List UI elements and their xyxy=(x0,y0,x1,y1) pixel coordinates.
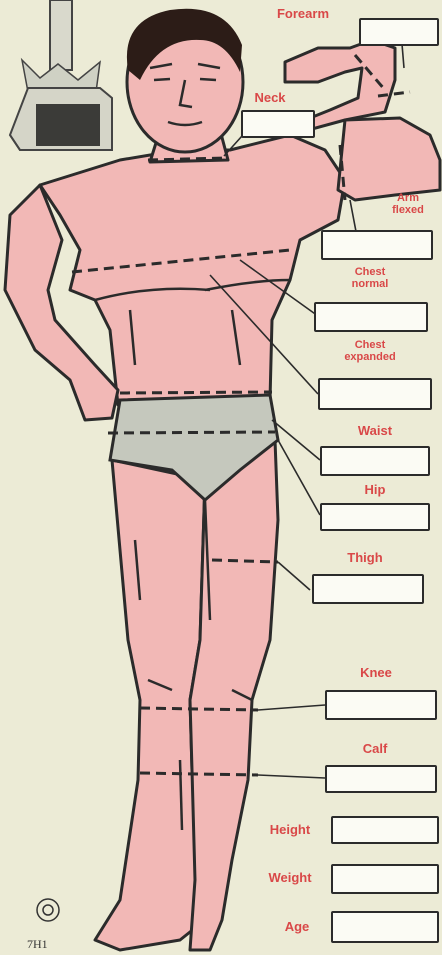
arm-flexed-input[interactable] xyxy=(323,232,431,258)
label-knee: Knee xyxy=(340,667,412,679)
waist-field[interactable] xyxy=(320,446,430,476)
label-chest-normal-line2: normal xyxy=(325,278,415,290)
chest-expanded-field[interactable] xyxy=(318,378,432,410)
printer-caption: 7H1 xyxy=(27,937,48,952)
label-height: Height xyxy=(255,824,325,836)
chest-expanded-input[interactable] xyxy=(320,380,430,408)
label-chest-expanded-line2: expanded xyxy=(320,351,420,363)
printer-seal-icon xyxy=(37,899,59,921)
label-age: Age xyxy=(270,921,324,933)
label-thigh: Thigh xyxy=(325,552,405,564)
knee-field[interactable] xyxy=(325,690,437,720)
knee-input[interactable] xyxy=(327,692,435,718)
label-hip: Hip xyxy=(340,484,410,496)
waist-input[interactable] xyxy=(322,448,428,474)
age-field[interactable] xyxy=(331,911,439,943)
chest-normal-field[interactable] xyxy=(314,302,428,332)
neck-input[interactable] xyxy=(243,112,313,136)
height-input[interactable] xyxy=(333,818,437,842)
label-calf: Calf xyxy=(345,743,405,755)
arm-flexed-field[interactable] xyxy=(321,230,433,260)
weight-input[interactable] xyxy=(333,866,437,892)
chest-normal-input[interactable] xyxy=(316,304,426,330)
calf-input[interactable] xyxy=(327,767,435,791)
label-arm-flexed-line1: Arm xyxy=(378,192,438,204)
thigh-field[interactable] xyxy=(312,574,424,604)
weight-field[interactable] xyxy=(331,864,439,894)
label-arm-flexed: Arm flexed xyxy=(378,192,438,216)
height-field[interactable] xyxy=(331,816,439,844)
hip-input[interactable] xyxy=(322,505,428,529)
calf-field[interactable] xyxy=(325,765,437,793)
label-chest-normal: Chest normal xyxy=(325,266,415,290)
forearm-field[interactable] xyxy=(359,18,439,46)
label-chest-expanded-line1: Chest xyxy=(320,339,420,351)
label-neck: Neck xyxy=(240,92,300,104)
label-chest-normal-line1: Chest xyxy=(325,266,415,278)
trophy-icon xyxy=(10,0,112,150)
label-forearm: Forearm xyxy=(258,8,348,20)
label-chest-expanded: Chest expanded xyxy=(320,339,420,363)
label-weight: Weight xyxy=(255,872,325,884)
forearm-input[interactable] xyxy=(361,20,437,44)
neck-field[interactable] xyxy=(241,110,315,138)
hip-field[interactable] xyxy=(320,503,430,531)
label-arm-flexed-line2: flexed xyxy=(378,204,438,216)
label-waist: Waist xyxy=(330,425,420,437)
thigh-input[interactable] xyxy=(314,576,422,602)
age-input[interactable] xyxy=(333,913,437,941)
